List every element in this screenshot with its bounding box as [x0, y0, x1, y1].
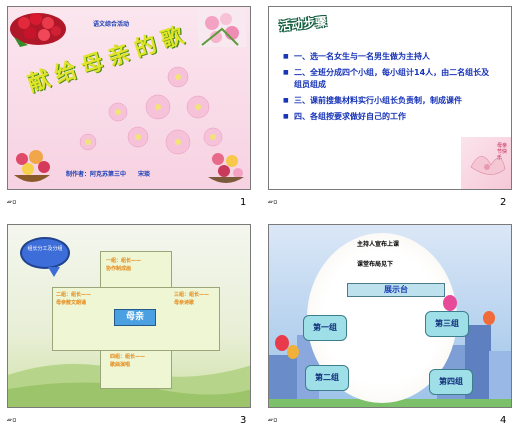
group-3-box: 第三组: [425, 311, 469, 337]
slide-4-thumbnail[interactable]: 主持人宣布上课 课堂布局见下 展示台 第一组 第三组 第二组 第四组: [268, 224, 512, 408]
group-4-label: 四组：组长—— 歌曲演唱: [110, 354, 146, 368]
cosmos-flowers-decoration: [79, 66, 223, 155]
corner-caption: 母亲节快乐: [497, 143, 508, 161]
slide-1-header: 语文综合活动: [93, 21, 130, 28]
slide-2-thumbnail[interactable]: 活动步骤 一、选一名女生与一名男生做为主持人 二、全班分成四个小组，每小组计14…: [268, 6, 512, 190]
speech-bubble-icon: 组长分工及分组: [20, 237, 70, 269]
slide-2-transition-icon[interactable]: ▱▫: [268, 197, 278, 206]
slide-4-number: 4: [500, 415, 507, 426]
slide-2-number: 2: [500, 197, 507, 208]
balloon-icon: [275, 335, 289, 351]
balloon-icon: [443, 295, 457, 311]
display-stage-box: 展示台: [347, 283, 445, 297]
group-2-label: 二组：组长—— 母亲散文朗诵: [56, 292, 92, 306]
group-3-label: 三组：组长—— 母亲诗歌: [174, 292, 210, 306]
flower-basket-left-image: [10, 145, 54, 187]
slide-3-number: 3: [240, 415, 247, 426]
flower-basket-right-image: [204, 147, 248, 187]
list-item: 二、全班分成四个小组，每小组计14人，由二名组长及组员组成: [283, 67, 495, 91]
balloon-icon: [287, 345, 299, 359]
slide-2-title: 活动步骤: [278, 14, 328, 34]
speech-bubble-tail: [48, 267, 60, 277]
group-1-label: 一组：组长—— 协作制成画: [106, 258, 162, 272]
slide-4-line-2: 课堂布局见下: [357, 261, 394, 268]
list-item: 一、选一名女生与一名男生做为主持人: [283, 51, 495, 63]
center-topic-box: 母亲: [114, 309, 156, 326]
flower-bouquet-icon: [201, 13, 239, 46]
lily-corner-image: 母亲节快乐: [461, 137, 511, 189]
group-2-box: 第二组: [305, 365, 349, 391]
slide-1-number: 1: [240, 197, 247, 208]
rose-bouquet-image: [8, 7, 68, 49]
steps-list: 一、选一名女生与一名男生做为主持人 二、全班分成四个小组，每小组计14人，由二名…: [283, 51, 495, 127]
slide-4-line-1: 主持人宣布上课: [357, 241, 400, 248]
slide-3-thumbnail[interactable]: 组长分工及分组 一组：组长—— 协作制成画 二组：组长—— 母亲散文朗诵 三组：…: [7, 224, 251, 408]
slide-1-footer: 制作者：阿克苏第三中 宋琰: [66, 171, 151, 178]
list-item: 四、各组按要求做好自己的工作: [283, 111, 495, 123]
list-item: 三、课前搜集材料实行小组长负责制，制成课件: [283, 95, 495, 107]
slide-1-transition-icon[interactable]: ▱▫: [7, 197, 17, 206]
slide-4-transition-icon[interactable]: ▱▫: [268, 415, 278, 424]
pink-flowers-image: [198, 9, 246, 47]
flower-bouquet-icon: [208, 153, 244, 183]
flower-bouquet-icon: [14, 150, 50, 182]
flower-bouquet-icon: [470, 156, 506, 175]
flower-bouquet-icon: [10, 13, 66, 47]
slide-1-thumbnail[interactable]: 语文综合活动 献给母亲的歌 制作者：阿克苏第三中 宋琰: [7, 6, 251, 190]
group-4-box: 第四组: [429, 369, 473, 395]
group-1-box: 第一组: [303, 315, 347, 341]
slide-3-transition-icon[interactable]: ▱▫: [7, 415, 17, 424]
balloon-icon: [483, 311, 495, 325]
